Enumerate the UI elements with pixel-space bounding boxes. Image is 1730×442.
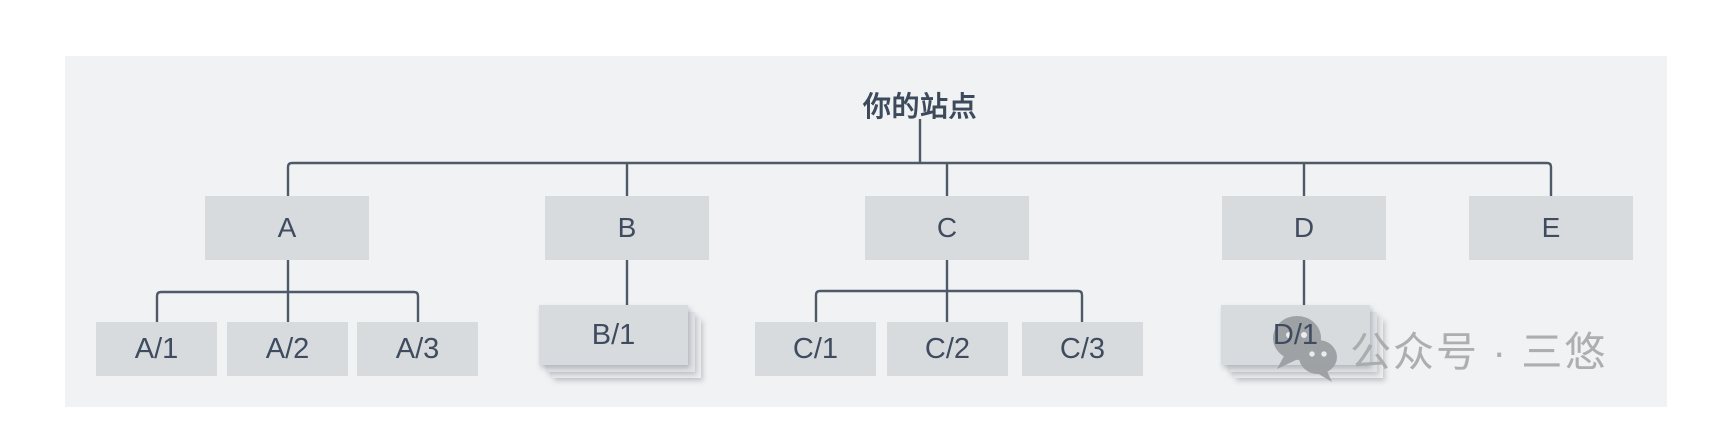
node-c: C	[865, 196, 1029, 260]
node-d: D	[1222, 196, 1386, 260]
node-b1-label: B/1	[591, 318, 636, 351]
watermark: 公众号 · 三悠	[1270, 313, 1607, 383]
node-b1: B/1	[539, 305, 688, 365]
node-c2: C/2	[887, 322, 1008, 376]
wechat-chat-bubbles-icon	[1273, 316, 1337, 382]
root-node-label: 你的站点	[862, 91, 978, 122]
node-a2: A/2	[227, 322, 348, 376]
node-b: B	[545, 196, 709, 260]
node-d1: D/1	[1221, 305, 1370, 365]
node-c1: C/1	[755, 322, 876, 376]
node-e: E	[1469, 196, 1633, 260]
node-d1-label: D/1	[1272, 318, 1319, 351]
node-c3: C/3	[1022, 322, 1143, 376]
node-b1-stack: B/1	[539, 305, 701, 378]
node-a3: A/3	[357, 322, 478, 376]
watermark-text: 公众号 · 三悠	[1350, 329, 1608, 375]
node-a: A	[205, 196, 369, 260]
node-a1: A/1	[96, 322, 217, 376]
